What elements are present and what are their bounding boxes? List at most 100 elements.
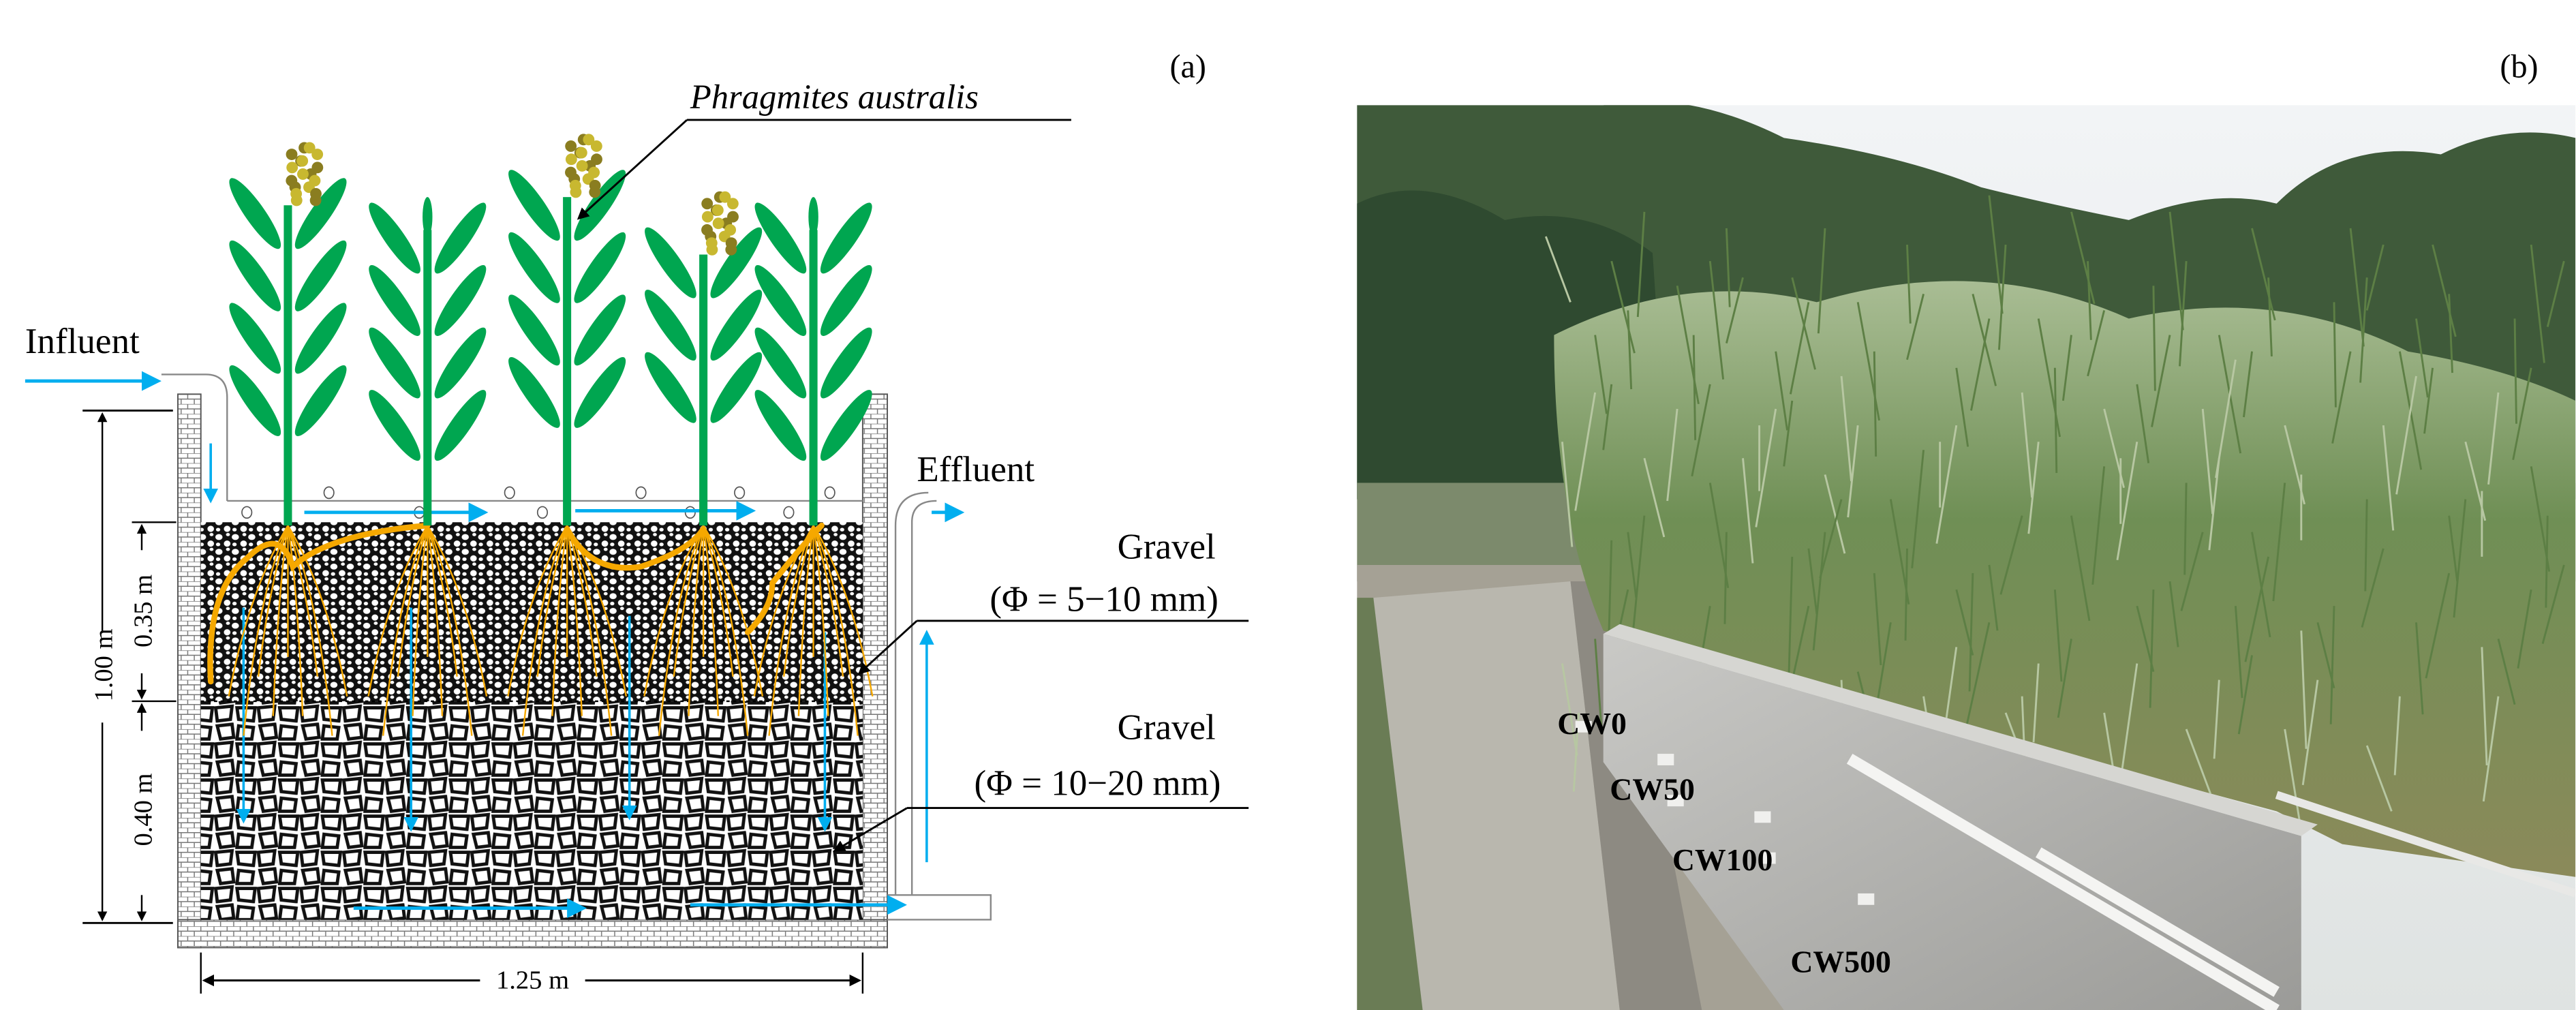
panel-a-label: (a) — [1169, 48, 1206, 85]
reed-plume — [701, 224, 713, 236]
reed-leaf-stroke — [1970, 318, 1991, 411]
reed-leaf-stroke — [2243, 351, 2253, 418]
pvc-pipe — [2275, 791, 2576, 898]
species-leader — [577, 119, 688, 220]
reed-leaf-stroke — [1997, 244, 2007, 350]
reed-leaf-stroke — [1906, 293, 1925, 361]
lower-layer-size: (Φ = 10−20 mm) — [974, 763, 1221, 803]
reed-leaf-stroke — [2448, 294, 2453, 373]
root — [703, 525, 749, 736]
reed-plume — [296, 155, 309, 167]
reed-leaf — [645, 227, 696, 299]
reed-leaf-stroke — [1742, 458, 1754, 564]
reed-leaf-stroke — [1610, 260, 1636, 354]
reed-leaf-stroke — [2530, 244, 2545, 363]
reed-plume — [286, 162, 298, 174]
reed-leaf — [710, 352, 763, 423]
dimension-lines — [82, 409, 864, 994]
reed-bed — [1554, 281, 2576, 877]
reed-leaf-stroke — [2382, 425, 2395, 531]
reed-leaf-stroke — [1911, 450, 1925, 568]
reed-leaf — [645, 352, 696, 423]
reed-stem — [423, 230, 432, 526]
reed-leaf — [754, 202, 807, 274]
reed-leaf-stroke — [2136, 605, 2155, 672]
reed-plume — [591, 153, 602, 166]
pvc-pipe — [2035, 847, 2280, 997]
reed-leaf-stroke — [2087, 261, 2092, 340]
reed-leaf-stroke — [2513, 318, 2517, 424]
reed-leaf-stroke — [2333, 302, 2337, 408]
reed-plume — [583, 134, 595, 146]
reed-plume — [725, 237, 737, 249]
reed-leaf-stroke — [2272, 483, 2286, 602]
reed-leaf — [229, 178, 281, 249]
reed-plant — [229, 142, 347, 526]
reed-leaf-stroke — [2530, 466, 2551, 572]
root — [287, 525, 348, 697]
reed-plume — [565, 166, 577, 179]
air-bubble — [323, 486, 335, 500]
reed-leaf-stroke — [2481, 647, 2488, 766]
reed-leaf-stroke — [2053, 367, 2058, 474]
reed-leaf-stroke — [2546, 260, 2565, 327]
root — [427, 525, 473, 736]
reed-leaf-stroke — [1788, 556, 1794, 675]
reed-leaf-stroke — [2121, 663, 2138, 769]
right-wall — [861, 393, 888, 949]
reed-leaf-stroke — [1692, 335, 1697, 440]
reed-plume — [575, 147, 587, 159]
reed-plume — [297, 168, 309, 180]
reed-leaf — [574, 232, 626, 303]
reed-tip — [808, 197, 818, 237]
reed-leaf-stroke — [1812, 532, 1826, 651]
reed-leaf-stroke — [2234, 606, 2243, 699]
reed-leaf-stroke — [1561, 442, 1574, 547]
site-photo: CW0 CW50 CW100 CW500 — [1357, 105, 2576, 1010]
air-bubble — [504, 486, 515, 500]
reed-plume — [712, 217, 724, 230]
coarse-gravel-layer — [200, 701, 863, 920]
root — [287, 525, 319, 677]
reed-plume — [303, 142, 316, 154]
root — [702, 525, 734, 677]
reed-plume — [576, 159, 588, 172]
root — [702, 525, 720, 716]
reed-leaf-stroke — [2070, 515, 2091, 622]
reed-leaf — [229, 365, 281, 436]
reed-leaf-stroke — [2061, 335, 2072, 401]
main-root — [207, 522, 825, 685]
reed-leaf-stroke — [2180, 532, 2204, 611]
root-system — [207, 522, 874, 736]
reed-leaf-stroke — [2057, 639, 2072, 718]
reed-leaf — [820, 202, 872, 274]
reed-leaf-stroke — [1819, 499, 1843, 579]
reed-leaf-stroke — [2091, 466, 2106, 585]
reed-leaf-stroke — [1965, 622, 1991, 728]
reed-leaf-stroke — [2168, 581, 2179, 647]
reed-leaf — [574, 294, 626, 366]
upper-layer-name: Gravel — [1118, 527, 1216, 566]
reed-leaf-stroke — [2365, 244, 2385, 311]
reed-leaf-stroke — [1847, 425, 1859, 518]
reed-leaf-stroke — [1873, 351, 1877, 457]
root — [427, 525, 458, 677]
reed-stem — [809, 230, 818, 526]
reed-plume — [589, 179, 601, 192]
reed-leaf-stroke — [1906, 244, 1912, 324]
sampling-point-label: CW50 — [1610, 772, 1695, 807]
reed-plume — [310, 187, 322, 200]
reed-plume — [311, 162, 324, 174]
air-bubble — [635, 486, 647, 500]
air-bubble — [824, 486, 835, 500]
reed-leaf-stroke — [1631, 515, 1646, 634]
reed-leaf-stroke — [2053, 589, 2063, 682]
reed-leaf-stroke — [2453, 499, 2467, 618]
reed-leaf-stroke — [2361, 548, 2385, 628]
reed-leaf-stroke — [1999, 515, 2023, 595]
reed-leaf-stroke — [1561, 663, 1578, 756]
reed-plant — [645, 191, 763, 526]
root — [507, 525, 568, 697]
reed-leaf-stroke — [2267, 277, 2273, 356]
reed-leaf-stroke — [2244, 556, 2270, 662]
